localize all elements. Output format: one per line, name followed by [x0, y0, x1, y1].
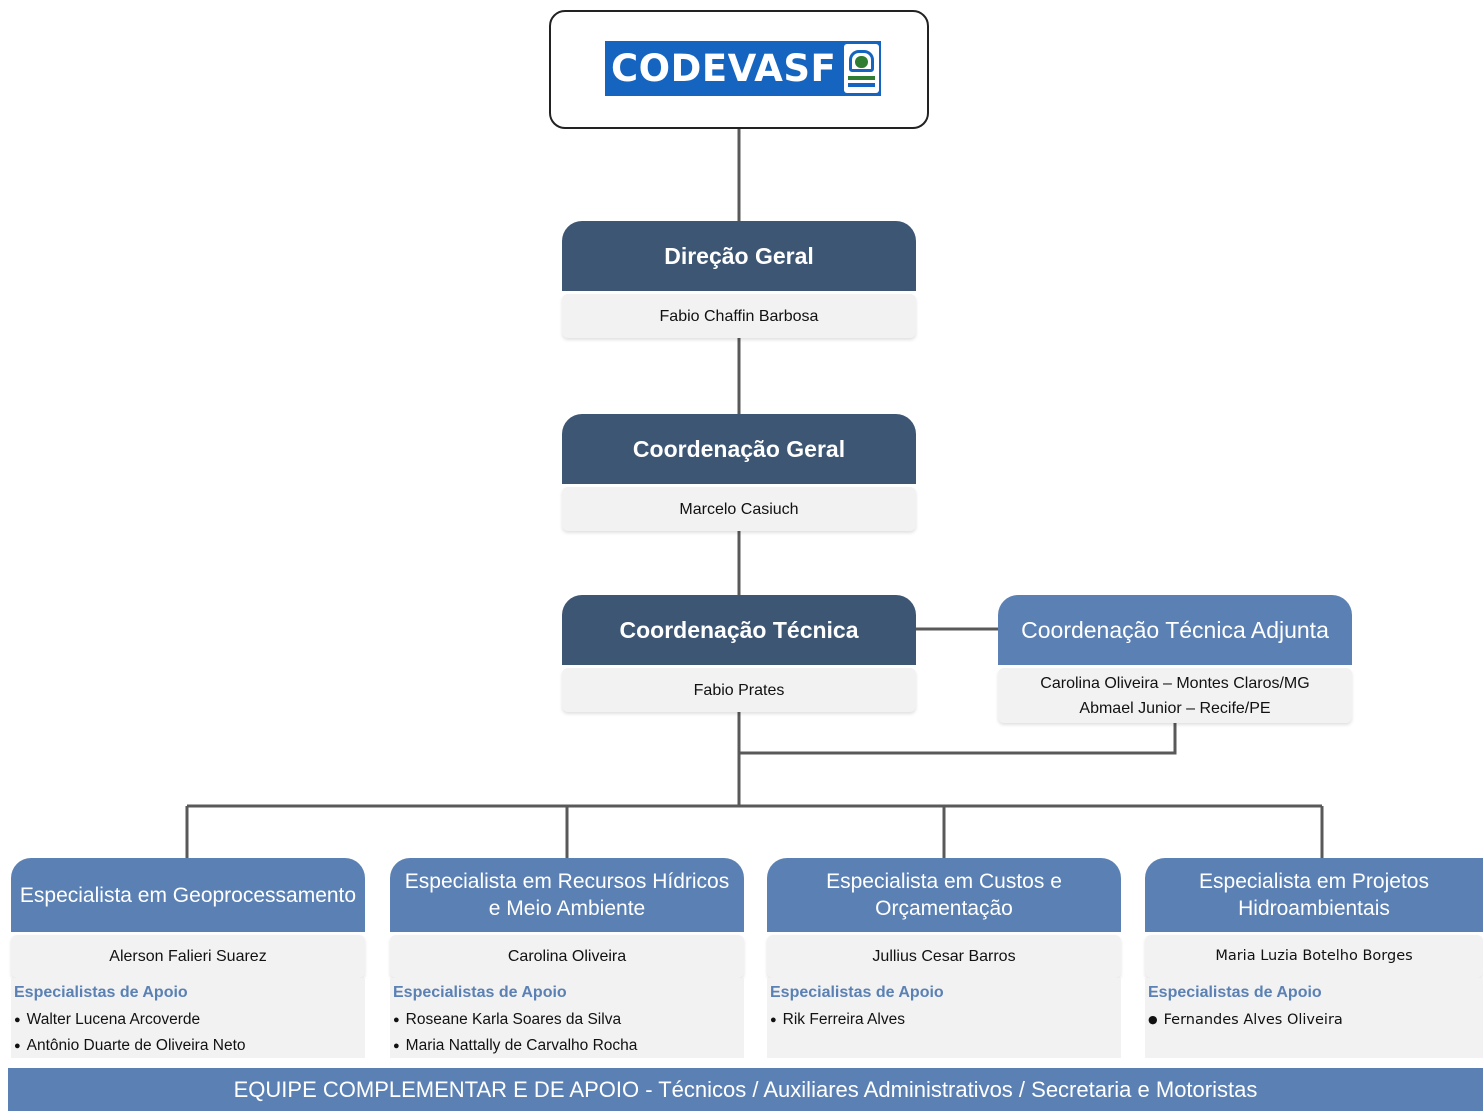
support-title: Especialistas de Apoio — [14, 984, 188, 1001]
node-title: Direção Geral — [562, 221, 916, 291]
node-people: Fabio Prates — [562, 668, 916, 712]
node-title: Coordenação Técnica — [562, 595, 916, 665]
node-coordenacao-tecnica: Coordenação Técnica Fabio Prates — [562, 595, 916, 712]
support-item: Fernandes Alves Oliveira — [1148, 1007, 1479, 1033]
logo-box: CODEVASF — [549, 10, 929, 129]
person-name: Jullius Cesar Barros — [872, 948, 1016, 965]
node-title: Coordenação Técnica Adjunta — [998, 595, 1352, 665]
node-coordenacao-geral: Coordenação Geral Marcelo Casiuch — [562, 414, 916, 531]
person-name: Fabio Prates — [693, 681, 785, 699]
node-people: Marcelo Casiuch — [562, 487, 916, 531]
support-list: Especialistas de Apoio Walter Lucena Arc… — [11, 978, 365, 1058]
node-especialista-geoprocessamento: Especialista em Geoprocessamento Alerson… — [11, 858, 365, 1058]
codevasf-emblem-icon — [844, 44, 879, 93]
node-lead: Jullius Cesar Barros — [767, 935, 1121, 978]
node-title: Especialista em Projetos Hidroambientais — [1145, 858, 1483, 932]
support-item: Antônio Duarte de Oliveira Neto — [14, 1033, 361, 1059]
support-item: Walter Lucena Arcoverde — [14, 1007, 361, 1033]
node-title: Especialista em Geoprocessamento — [11, 858, 365, 932]
support-list: Especialistas de Apoio Roseane Karla Soa… — [390, 978, 744, 1058]
node-lead: Maria Luzia Botelho Borges — [1145, 935, 1483, 978]
person-name: Maria Luzia Botelho Borges — [1215, 948, 1413, 964]
node-lead: Carolina Oliveira — [390, 935, 744, 978]
node-especialista-recursos-hidricos: Especialista em Recursos Hídricos e Meio… — [390, 858, 744, 1058]
node-especialista-projetos-hidroambientais: Especialista em Projetos Hidroambientais… — [1145, 858, 1483, 1058]
node-people: Carolina Oliveira – Montes Claros/MG Abm… — [998, 668, 1352, 723]
node-people: Fabio Chaffin Barbosa — [562, 294, 916, 338]
node-title: Especialista em Custos e Orçamentação — [767, 858, 1121, 932]
node-especialista-custos: Especialista em Custos e Orçamentação Ju… — [767, 858, 1121, 1058]
support-title: Especialistas de Apoio — [393, 984, 567, 1001]
node-direcao-geral: Direção Geral Fabio Chaffin Barbosa — [562, 221, 916, 338]
node-title: Especialista em Recursos Hídricos e Meio… — [390, 858, 744, 932]
footer-banner: EQUIPE COMPLEMENTAR E DE APOIO - Técnico… — [8, 1068, 1483, 1111]
support-title: Especialistas de Apoio — [770, 984, 944, 1001]
support-list: Especialistas de Apoio Rik Ferreira Alve… — [767, 978, 1121, 1058]
person-name: Fabio Chaffin Barbosa — [659, 307, 819, 325]
logo-text: CODEVASF — [611, 47, 837, 90]
support-item: Roseane Karla Soares da Silva — [393, 1007, 740, 1033]
person-name: Abmael Junior – Recife/PE — [1079, 699, 1271, 717]
person-name: Marcelo Casiuch — [679, 500, 799, 518]
support-title: Especialistas de Apoio — [1148, 984, 1322, 1001]
support-item: Rik Ferreira Alves — [770, 1007, 1117, 1033]
node-lead: Alerson Falieri Suarez — [11, 935, 365, 978]
codevasf-logo: CODEVASF — [605, 41, 881, 96]
node-title: Coordenação Geral — [562, 414, 916, 484]
node-coordenacao-tecnica-adjunta: Coordenação Técnica Adjunta Carolina Oli… — [998, 595, 1352, 723]
person-name: Alerson Falieri Suarez — [109, 948, 267, 965]
support-item: Maria Nattally de Carvalho Rocha — [393, 1033, 740, 1059]
person-name: Carolina Oliveira — [507, 948, 627, 965]
person-name: Carolina Oliveira – Montes Claros/MG — [1040, 674, 1310, 692]
support-list: Especialistas de Apoio Fernandes Alves O… — [1145, 978, 1483, 1058]
